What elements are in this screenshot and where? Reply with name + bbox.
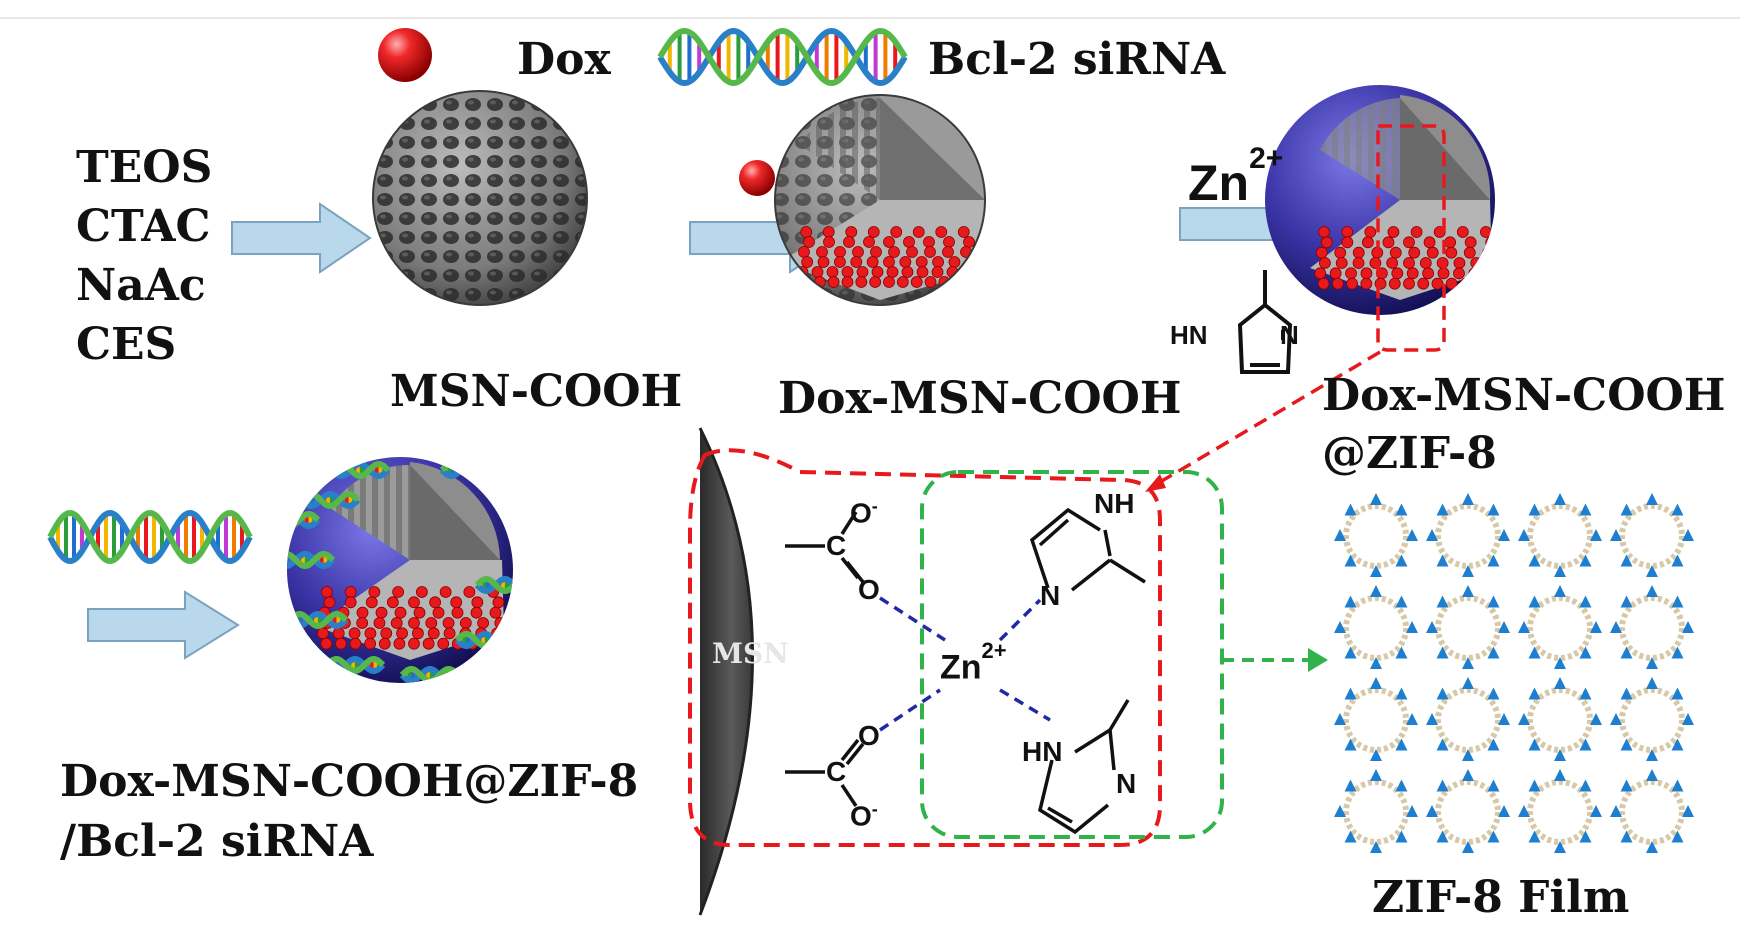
reagent-naac: NaAc — [76, 260, 206, 311]
imidazole-upper-n: N — [1040, 580, 1061, 611]
msn-cooh-sphere — [372, 90, 588, 306]
arrow-4 — [87, 590, 240, 660]
carboxylate-o-bottom: O — [858, 720, 880, 751]
imidazole-lower-hn: HN — [1022, 736, 1063, 767]
carboxylate-o-minus-bottom: O- — [850, 799, 878, 832]
label-zif-line1: Dox-MSN-COOH — [1322, 370, 1726, 421]
label-msn-cooh: MSN-COOH — [390, 366, 683, 417]
coordination-bonds — [879, 596, 1051, 732]
final-nanoparticle-sphere — [287, 457, 513, 683]
detail-box-green — [920, 470, 1224, 839]
2-methylimidazole-structure — [1237, 270, 1293, 374]
label-final-line2: /Bcl-2 siRNA — [60, 816, 374, 867]
carboxylate-c-bottom: C — [826, 756, 847, 787]
dox-msn-cooh-sphere — [774, 94, 986, 306]
reagent-ctac: CTAC — [76, 201, 211, 252]
label-final-line1: Dox-MSN-COOH@ZIF-8 — [60, 756, 639, 807]
reagent-ces: CES — [76, 319, 177, 370]
dox-msn-cooh-zif8-sphere — [1265, 85, 1495, 315]
label-dox-msn-cooh: Dox-MSN-COOH — [778, 373, 1182, 424]
sirna-helix-left — [47, 509, 253, 565]
zn-ion-label: Zn2+ — [1188, 142, 1284, 211]
dox-ball-small — [739, 160, 775, 196]
carboxylate-o-minus-top: O- — [850, 496, 878, 529]
imidazole-lower — [1038, 699, 1130, 835]
imidazole-n: N — [1280, 320, 1299, 350]
imidazole-lower-n: N — [1116, 768, 1137, 799]
imidazole-hn: HN — [1170, 320, 1208, 350]
imidazole-upper-nh: NH — [1094, 488, 1135, 519]
arrow-1 — [231, 202, 372, 274]
zif8-film-lattice — [1334, 493, 1694, 853]
sirna-legend-helix — [657, 27, 908, 87]
label-zif-line2: @ZIF-8 — [1322, 428, 1497, 479]
label-zif-film: ZIF-8 Film — [1372, 872, 1630, 923]
detail-box-red — [688, 448, 1162, 847]
carboxylate-c-top: C — [826, 530, 847, 561]
imidazole-upper — [1029, 507, 1146, 592]
msn-surface — [700, 428, 753, 915]
sirna-legend-label: Bcl-2 siRNA — [928, 34, 1226, 85]
carboxylate-o-top: O — [858, 574, 880, 605]
carboxylate-bonds — [785, 511, 865, 807]
msn-label: MSN — [712, 637, 789, 670]
dox-legend-label: Dox — [517, 34, 611, 85]
zn-center-label: Zn2+ — [940, 638, 1007, 687]
reagent-teos: TEOS — [76, 142, 213, 193]
dox-legend-ball — [378, 28, 432, 82]
